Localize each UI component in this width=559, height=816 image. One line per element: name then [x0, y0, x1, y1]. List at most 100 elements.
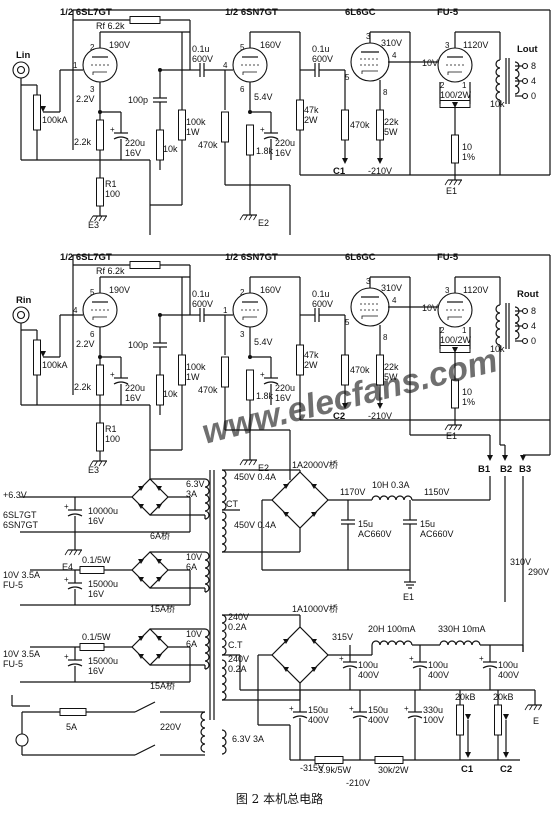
mains-switch [134, 744, 156, 756]
ground-e1 [458, 179, 462, 186]
aux-winding-label: 6.3V 3A [232, 734, 264, 744]
pot-wiper-arrow [465, 714, 471, 720]
c1-bias-output: C1 [461, 764, 474, 775]
diode-symbol [138, 486, 144, 491]
capacitor-polarity-mark: + [64, 502, 69, 511]
ground-e1 [449, 179, 453, 186]
diode-symbol [138, 559, 144, 564]
capacitor-polarity-mark: + [339, 654, 344, 663]
diode-symbol [156, 504, 162, 509]
v3-pentode [350, 42, 390, 82]
r1-resistor [96, 422, 104, 452]
heater-6v3-output-label: +6.3V [3, 490, 27, 500]
heater-10v-a-bridge [131, 551, 169, 589]
capacitor-polarity-mark: + [479, 654, 484, 663]
speaker-tap-label: 8 [531, 306, 536, 316]
heater-10v-b-resistor-label: 0.1/5W [82, 632, 111, 642]
negative-voltage-1: -315V [300, 763, 324, 773]
negative-resistor-1-label: 3.9k/5W [318, 765, 352, 775]
resistor-47k [296, 344, 304, 376]
speaker-tap-label: 4 [531, 76, 536, 86]
v2-grid-resistor [221, 111, 229, 143]
negative-resistor-2 [374, 756, 404, 764]
cathode-electrode [92, 71, 107, 75]
v4-pin-label: 3 [445, 286, 450, 295]
bias-pot-1 [456, 704, 464, 736]
v1-pin-label: 5 [90, 288, 95, 297]
resistor-10k-label: 10k [163, 389, 178, 399]
ground-e2 [239, 459, 244, 466]
mains-voltage-label: 220V [160, 722, 181, 732]
mv-secondary-upper [221, 614, 227, 656]
v3-pin-label: 4 [392, 296, 397, 305]
cathode-electrode [242, 71, 257, 75]
mv-choke-1 [371, 640, 413, 646]
negative-filter-cap [407, 715, 423, 719]
v3-cathode-resistor [376, 109, 384, 141]
cathode-electrode [447, 71, 462, 75]
v1-cathode-resistor-label: 2.2k [74, 137, 92, 147]
heater-10v-a-resistor-label: 0.1/5W [82, 555, 111, 565]
ground-e1 [444, 424, 449, 431]
speaker-terminal [521, 92, 529, 100]
hum-balance-label: 100/2W [440, 90, 472, 100]
heater-10v-b-bridge [131, 628, 169, 666]
v1-cathode-voltage: 2.2V [76, 339, 95, 349]
volume-pot [33, 339, 41, 376]
v2-pin-label: 1 [223, 306, 228, 315]
capacitor-polarity-mark: + [289, 704, 294, 713]
ground-e3-label: E3 [88, 220, 99, 230]
heater-6v3-transformer-winding [204, 478, 210, 520]
ground-e4 [64, 549, 69, 556]
feedback-resistor [129, 16, 161, 24]
output-transformer-label: 10k [490, 344, 505, 354]
pot-wiper-arrow [503, 714, 509, 720]
capacitor-polarity-mark: + [110, 370, 115, 379]
ground-e3 [98, 460, 103, 467]
negative-resistor-1 [314, 756, 344, 764]
ground-e3 [89, 460, 94, 467]
ground-e2 [244, 459, 248, 466]
v4-pin-label: 2 [440, 326, 445, 335]
diode-symbol [156, 636, 162, 641]
capacitor-polarity-mark: + [404, 704, 409, 713]
diode-symbol [138, 654, 144, 659]
v1-cathode-resistor [96, 119, 104, 151]
v3-grid-resistor [341, 109, 349, 141]
v1-plate-voltage: 190V [109, 285, 130, 295]
bias-arrow [342, 403, 348, 409]
ground-e3 [98, 215, 103, 222]
ground-e2 [253, 214, 257, 221]
v2-grid-resistor-label: 470k [198, 385, 218, 395]
v1-cathode-resistor-label: 2.2k [74, 382, 92, 392]
ground-e3 [103, 215, 107, 222]
feedback-resistor-label: Rf 6.2k [96, 21, 125, 31]
v3-pin-label: 3 [366, 32, 371, 41]
mv-choke-2-label: 330H 10mA [438, 624, 486, 634]
v2-pin-label: 4 [223, 61, 228, 70]
heater-10v-a-series-resistor [79, 566, 105, 574]
v4-grid-voltage: 10V [422, 303, 438, 313]
mv-filter-cap [342, 665, 358, 669]
v1-plate-voltage: 190V [109, 40, 130, 50]
ground-e3-label: E3 [88, 465, 99, 475]
ground-e2 [239, 214, 244, 221]
v2-cathode-resistor-label: 1.8k [256, 146, 274, 156]
v3-pin-label: 3 [366, 277, 371, 286]
ground-e4-label: E4 [62, 562, 73, 572]
ground-e [538, 704, 542, 711]
hv-filter-choke [371, 495, 413, 501]
v2-cathode-bypass-cap [263, 136, 279, 140]
heater-6v3-bridge-label: 6A桥 [150, 530, 170, 541]
